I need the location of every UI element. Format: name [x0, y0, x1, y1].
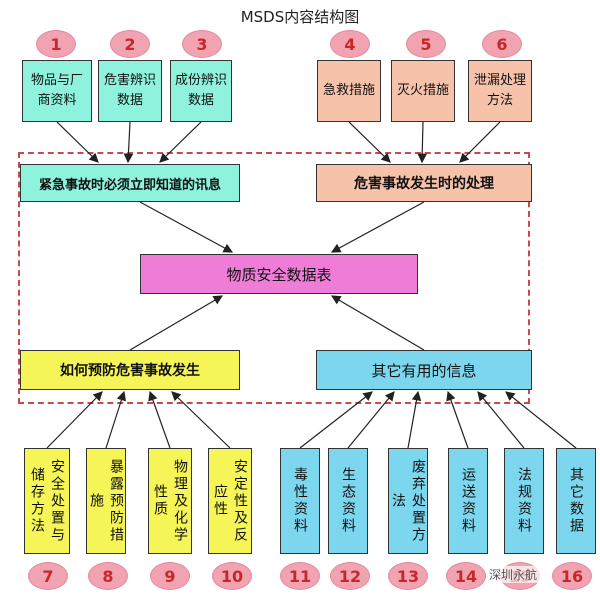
box-ecology: 生态资料: [328, 448, 368, 554]
box-other-data: 其它数据: [556, 448, 596, 554]
number-badge-6: 6: [482, 30, 522, 58]
section-emergency-info: 紧急事故时必须立即知道的讯息: [20, 164, 240, 202]
box-phys-chem: 物理及化学性质: [148, 448, 192, 554]
watermark-text: 深圳永航: [486, 566, 541, 583]
box-disposal: 废弃处置方法: [388, 448, 428, 554]
number-badge-2: 2: [110, 30, 150, 58]
dashed-boundary: [18, 152, 530, 404]
number-badge-5: 5: [406, 30, 446, 58]
center-msds: 物质安全数据表: [140, 254, 418, 294]
number-badge-4: 4: [330, 30, 370, 58]
box-toxicity: 毒性资料: [280, 448, 320, 554]
box-stability: 安定性及反应性: [208, 448, 252, 554]
box-composition: 成份辨识数据: [170, 60, 232, 122]
number-badge-11: 11: [280, 562, 320, 590]
number-badge-14: 14: [446, 562, 486, 590]
box-first-aid: 急救措施: [317, 60, 381, 122]
box-fire-fighting: 灭火措施: [391, 60, 455, 122]
number-badge-9: 9: [150, 562, 190, 590]
diagram-title: MSDS内容结构图: [240, 8, 360, 26]
section-other-info: 其它有用的信息: [316, 350, 532, 390]
number-badge-1: 1: [36, 30, 76, 58]
number-badge-10: 10: [212, 562, 252, 590]
box-transport: 运送资料: [448, 448, 488, 554]
number-badge-13: 13: [388, 562, 428, 590]
box-hazard-id: 危害辨识数据: [98, 60, 162, 122]
number-badge-12: 12: [330, 562, 370, 590]
number-badge-7: 7: [28, 562, 68, 590]
box-safe-handling: 安全处置与储存方法: [24, 448, 70, 554]
number-badge-3: 3: [182, 30, 222, 58]
box-product-info: 物品与厂商资料: [22, 60, 92, 122]
number-badge-16: 16: [552, 562, 592, 590]
section-prevention: 如何预防危害事故发生: [20, 350, 240, 390]
box-leak-handling: 泄漏处理方法: [468, 60, 532, 122]
section-accident-handling: 危害事故发生时的处理: [316, 164, 532, 202]
box-exposure-prevention: 暴露预防措施: [86, 448, 126, 554]
number-badge-8: 8: [88, 562, 128, 590]
box-regulation: 法规资料: [504, 448, 544, 554]
